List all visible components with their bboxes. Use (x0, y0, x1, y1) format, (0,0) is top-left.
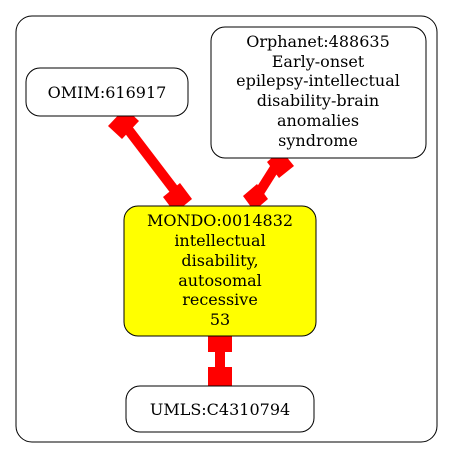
edge-orphanet-mondo (243, 150, 294, 211)
node-orphanet-line-6: syndrome (278, 131, 358, 150)
node-omim[interactable]: OMIM:616917 (25, 67, 189, 117)
edge-end-marker (243, 184, 268, 211)
node-orphanet-line-5: anomalies (277, 111, 359, 130)
node-mondo-line-5: recessive (182, 290, 258, 309)
node-umls-label: UMLS:C4310794 (150, 400, 290, 419)
node-orphanet-line-3: epilepsy-intellectual (236, 71, 400, 90)
node-orphanet[interactable]: Orphanet:488635 Early-onset epilepsy-int… (210, 26, 427, 159)
node-mondo-line-2: intellectual (174, 231, 265, 250)
node-mondo-box (123, 205, 317, 337)
node-orphanet-line-1: Orphanet:488635 (246, 32, 390, 51)
edge-end-marker (208, 367, 232, 387)
edge-end-marker (208, 334, 232, 352)
node-orphanet-line-4: disability-brain (257, 91, 379, 110)
node-umls-box (125, 385, 315, 433)
node-orphanet-box (210, 26, 427, 159)
node-mondo-line-4: autosomal (178, 271, 262, 290)
node-mondo-line-3: disability, (181, 251, 258, 270)
node-mondo[interactable]: MONDO:0014832 intellectual disability, a… (123, 205, 317, 337)
edge-mondo-umls (208, 334, 232, 387)
node-mondo-line-1: MONDO:0014832 (147, 211, 293, 230)
node-omim-box (25, 67, 189, 117)
node-umls[interactable]: UMLS:C4310794 (125, 385, 315, 433)
node-omim-label: OMIM:616917 (48, 83, 167, 102)
node-orphanet-line-2: Early-onset (272, 52, 365, 71)
node-mondo-line-6: 53 (210, 310, 230, 329)
